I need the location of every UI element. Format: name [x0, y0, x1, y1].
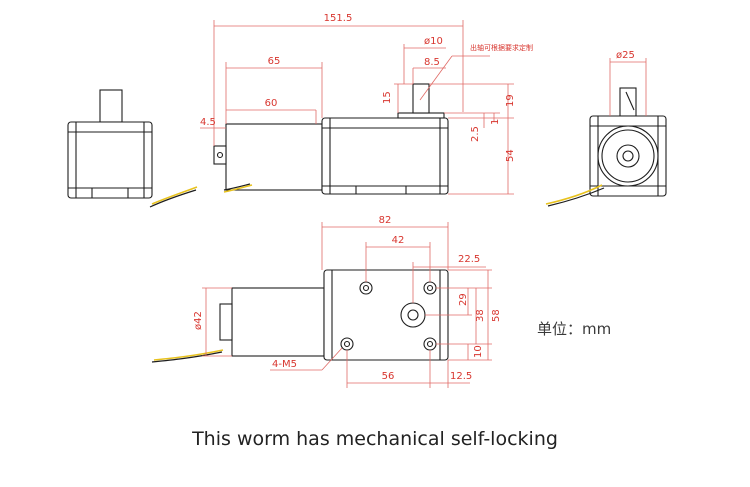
dim-10: 10 — [473, 345, 484, 358]
dim-82: 82 — [379, 215, 392, 226]
shaft-customization-note: 出轴可根据要求定制 — [470, 43, 533, 52]
dim-38: 38 — [475, 309, 486, 322]
dim-2-5: 2.5 — [470, 126, 481, 142]
right-end-view: ø25 — [545, 50, 667, 207]
dim-8-5: 8.5 — [424, 57, 440, 68]
front-view — [213, 83, 449, 195]
dim-15: 15 — [382, 91, 393, 104]
dim-dia-25: ø25 — [616, 50, 635, 61]
dim-65: 65 — [268, 56, 281, 67]
dim-42: 42 — [392, 235, 405, 246]
bottom-dimensions: 82 42 22.5 29 38 58 10 ø42 4 — [193, 215, 502, 388]
dim-22-5: 22.5 — [458, 254, 480, 265]
dim-151-5: 151.5 — [324, 13, 353, 24]
front-dimensions: 151.5 65 60 4.5 ø10 8.5 出轴可根据要求定制 15 19 — [200, 13, 533, 195]
dim-56: 56 — [382, 371, 395, 382]
bottom-view — [151, 269, 449, 363]
dim-4-5: 4.5 — [200, 117, 216, 128]
dim-12-5: 12.5 — [450, 371, 472, 382]
caption: This worm has mechanical self-locking — [192, 428, 558, 450]
dim-dia-10: ø10 — [424, 36, 443, 47]
dim-dia-42: ø42 — [193, 311, 204, 330]
dim-54: 54 — [505, 149, 516, 162]
dim-29: 29 — [458, 293, 469, 306]
dim-58: 58 — [491, 309, 502, 322]
dim-19: 19 — [505, 94, 516, 107]
unit-label: 单位：mm — [537, 320, 612, 338]
dim-60: 60 — [265, 98, 278, 109]
dim-1: 1 — [490, 119, 501, 125]
thread-callout-4-m5: 4-M5 — [272, 359, 297, 370]
left-end-view — [67, 89, 198, 208]
